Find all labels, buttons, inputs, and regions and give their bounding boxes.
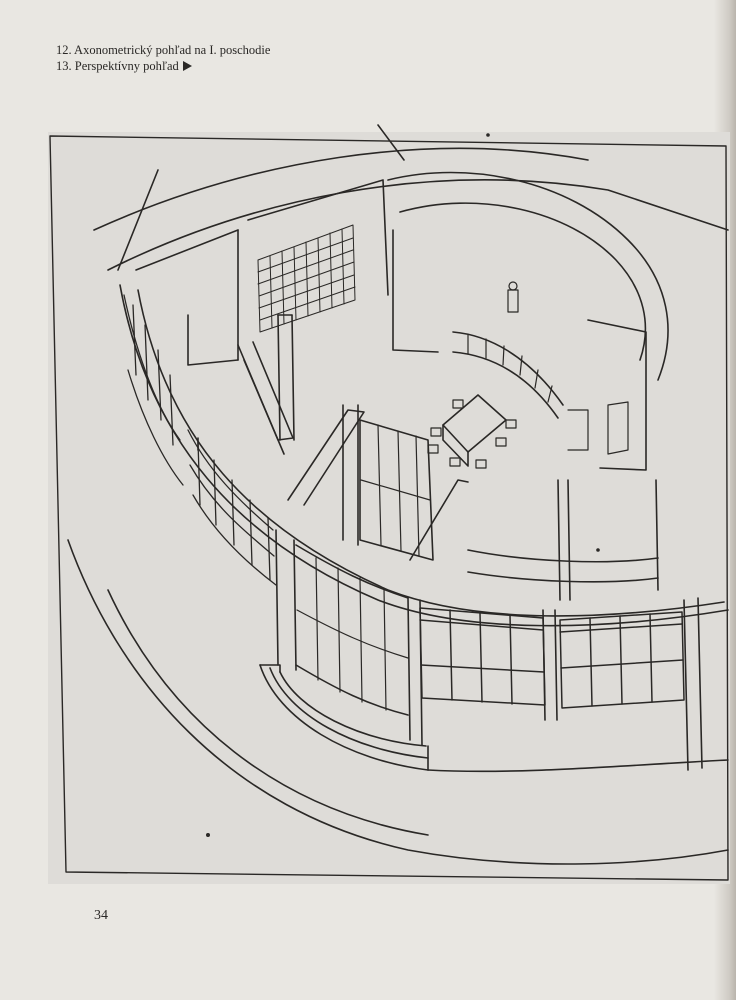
axonometric-drawing (48, 120, 730, 892)
caption-12: 12. Axonometrický pohľad na I. poschodie (56, 42, 270, 58)
caption-13: 13. Perspektívny pohľad (56, 58, 270, 74)
axonometric-drawing-svg (48, 124, 730, 884)
page-number: 34 (94, 908, 108, 923)
caption-13-text: 13. Perspektívny pohľad (56, 59, 179, 73)
figure-captions: 12. Axonometrický pohľad na I. poschodie… (56, 42, 270, 74)
caption-12-text: 12. Axonometrický pohľad na I. poschodie (56, 43, 271, 57)
right-triangle-icon (182, 61, 192, 71)
